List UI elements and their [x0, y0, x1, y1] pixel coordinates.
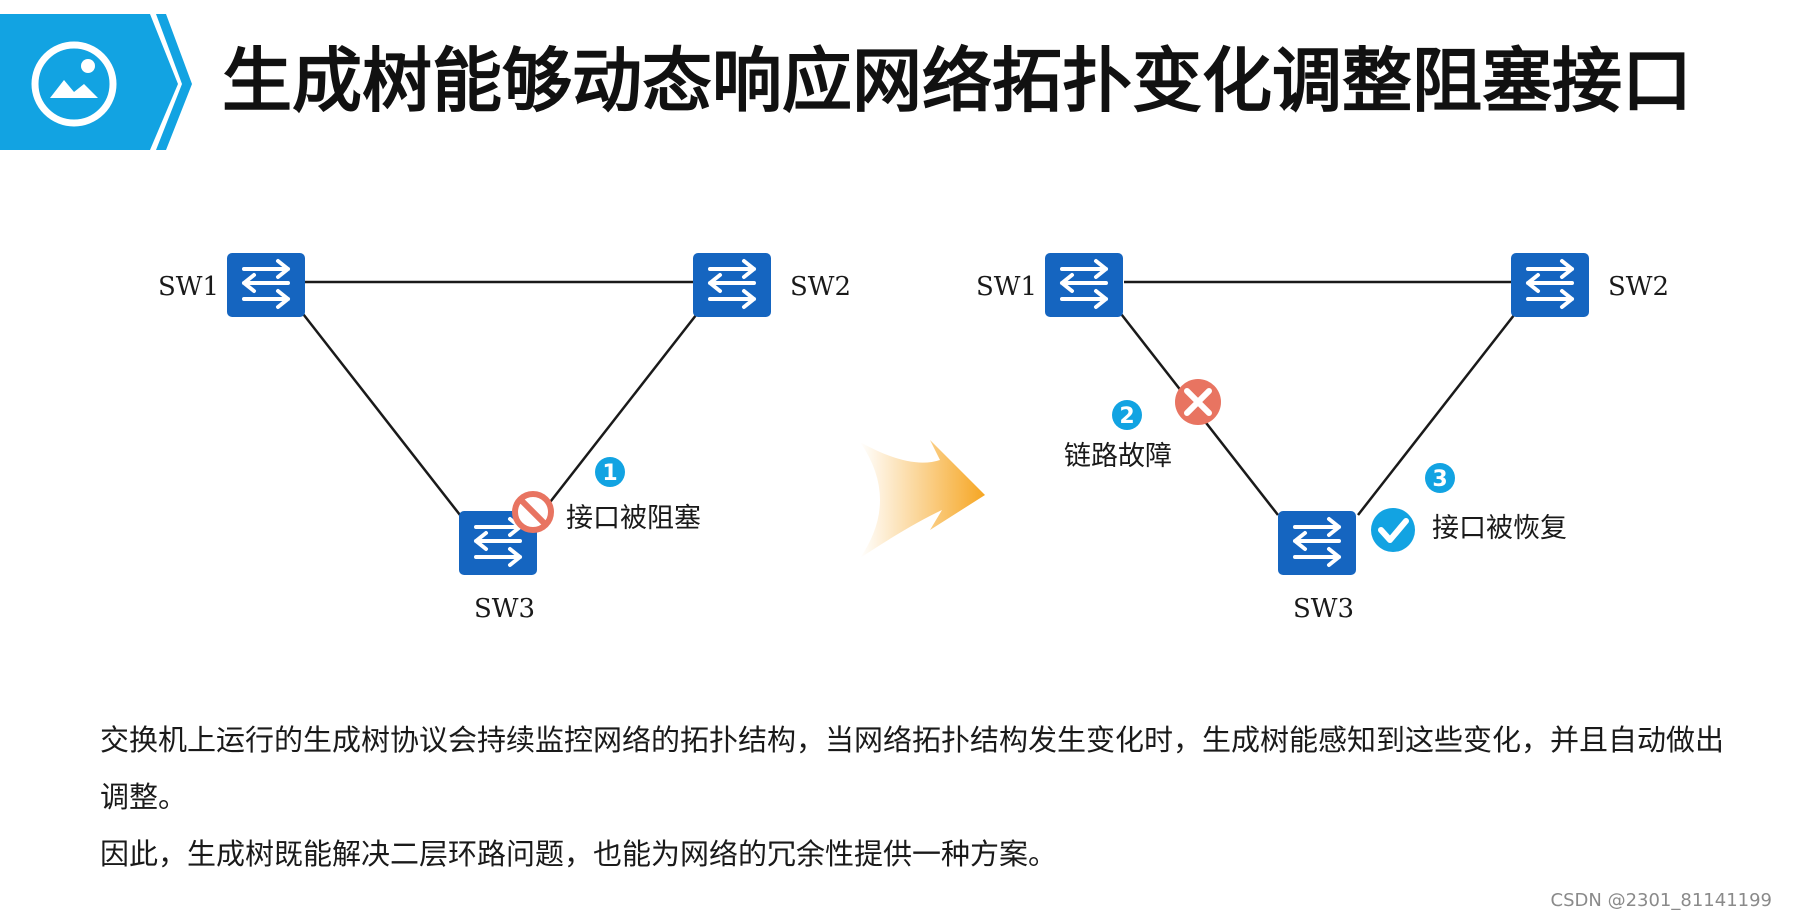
- watermark: CSDN @2301_81141199: [1550, 890, 1772, 911]
- node-label-sw1: SW1: [976, 272, 1037, 302]
- explanation-text: 交换机上运行的生成树协议会持续监控网络的拓扑结构，当网络拓扑结构发生变化时，生成…: [100, 712, 1740, 883]
- step-number-1: 1: [602, 461, 617, 486]
- switch-sw1-icon: [225, 251, 307, 319]
- arrow-right-icon: [860, 440, 985, 558]
- paragraph-1: 交换机上运行的生成树协议会持续监控网络的拓扑结构，当网络拓扑结构发生变化时，生成…: [100, 723, 1725, 814]
- step-badge-3: [1425, 463, 1455, 493]
- header-banner: [0, 14, 192, 150]
- step-number-3: 3: [1432, 467, 1447, 492]
- diagram-before: SW1 SW2 SW3 1 接口被阻塞: [158, 251, 851, 624]
- page-title: 生成树能够动态响应网络拓扑变化调整阻塞接口: [222, 40, 1692, 122]
- annotation-blocked: 接口被阻塞: [566, 503, 701, 534]
- annotation-link-fault: 链路故障: [1064, 441, 1172, 472]
- blocked-icon: [512, 491, 554, 533]
- node-label-sw2: SW2: [790, 272, 851, 302]
- step-badge-1: [595, 457, 625, 487]
- switch-sw3-icon: [1276, 509, 1358, 577]
- switch-sw2-icon: [1509, 251, 1591, 319]
- paragraph-2: 因此，生成树既能解决二层环路问题，也能为网络的冗余性提供一种方案。: [100, 837, 1058, 871]
- switch-sw1-icon: [1043, 251, 1125, 319]
- node-label-sw2: SW2: [1608, 272, 1669, 302]
- image-icon: [31, 41, 117, 127]
- diagram-after: SW1 SW2 SW3 2 链路故障 3 接口被恢复: [976, 251, 1669, 624]
- step-badge-2: [1112, 400, 1142, 430]
- node-label-sw3: SW3: [1293, 594, 1354, 624]
- node-label-sw3: SW3: [474, 594, 535, 624]
- switch-sw2-icon: [691, 251, 773, 319]
- check-icon: [1371, 508, 1415, 552]
- fault-x-icon: [1175, 379, 1221, 425]
- step-number-2: 2: [1119, 404, 1134, 429]
- node-label-sw1: SW1: [158, 272, 219, 302]
- annotation-recovered: 接口被恢复: [1432, 513, 1567, 544]
